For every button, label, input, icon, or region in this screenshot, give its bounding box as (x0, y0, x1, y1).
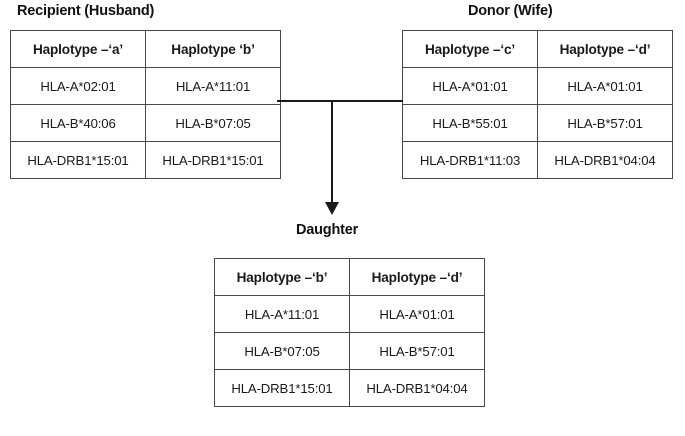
table-header-row: Haplotype –‘a’ Haplotype ‘b’ (10, 30, 281, 68)
daughter-cell-b-hla-drb1: HLA-DRB1*15:01 (214, 369, 350, 407)
daughter-cell-d-hla-a: HLA-A*01:01 (349, 295, 485, 333)
table-row: HLA-DRB1*15:01 HLA-DRB1*04:04 (214, 369, 485, 407)
descent-arrow-head-icon (325, 202, 339, 215)
table-row: HLA-A*01:01 HLA-A*01:01 (402, 67, 673, 105)
donor-cell-c-hla-a: HLA-A*01:01 (402, 67, 538, 105)
donor-cell-c-hla-drb1: HLA-DRB1*11:03 (402, 141, 538, 179)
recipient-cell-a-hla-a: HLA-A*02:01 (10, 67, 146, 105)
donor-cell-d-hla-a: HLA-A*01:01 (537, 67, 673, 105)
donor-cell-d-hla-b: HLA-B*57:01 (537, 104, 673, 142)
daughter-haplotype-table: Haplotype –‘b’ Haplotype –‘d’ HLA-A*11:0… (214, 258, 485, 407)
table-row: HLA-B*55:01 HLA-B*57:01 (402, 104, 673, 142)
donor-cell-c-hla-b: HLA-B*55:01 (402, 104, 538, 142)
recipient-title: Recipient (Husband) (17, 3, 155, 19)
donor-haplotype-table: Haplotype –‘c’ Haplotype –‘d’ HLA-A*01:0… (402, 30, 673, 179)
table-row: HLA-B*07:05 HLA-B*57:01 (214, 332, 485, 370)
recipient-column-header-b: Haplotype ‘b’ (145, 30, 281, 68)
table-header-row: Haplotype –‘c’ Haplotype –‘d’ (402, 30, 673, 68)
daughter-column-header-d: Haplotype –‘d’ (349, 258, 485, 296)
donor-column-header-c: Haplotype –‘c’ (402, 30, 538, 68)
daughter-cell-d-hla-b: HLA-B*57:01 (349, 332, 485, 370)
daughter-cell-d-hla-drb1: HLA-DRB1*04:04 (349, 369, 485, 407)
daughter-column-header-b: Haplotype –‘b’ (214, 258, 350, 296)
recipient-cell-a-hla-b: HLA-B*40:06 (10, 104, 146, 142)
donor-cell-d-hla-drb1: HLA-DRB1*04:04 (537, 141, 673, 179)
daughter-cell-b-hla-b: HLA-B*07:05 (214, 332, 350, 370)
table-row: HLA-DRB1*15:01 HLA-DRB1*15:01 (10, 141, 281, 179)
table-row: HLA-A*02:01 HLA-A*11:01 (10, 67, 281, 105)
table-header-row: Haplotype –‘b’ Haplotype –‘d’ (214, 258, 485, 296)
recipient-cell-a-hla-drb1: HLA-DRB1*15:01 (10, 141, 146, 179)
recipient-cell-b-hla-a: HLA-A*11:01 (145, 67, 281, 105)
donor-title: Donor (Wife) (468, 3, 553, 19)
recipient-cell-b-hla-drb1: HLA-DRB1*15:01 (145, 141, 281, 179)
recipient-haplotype-table: Haplotype –‘a’ Haplotype ‘b’ HLA-A*02:01… (10, 30, 281, 179)
recipient-column-header-a: Haplotype –‘a’ (10, 30, 146, 68)
parents-connector-line (277, 100, 403, 102)
descent-arrow-line (331, 101, 333, 204)
recipient-cell-b-hla-b: HLA-B*07:05 (145, 104, 281, 142)
table-row: HLA-DRB1*11:03 HLA-DRB1*04:04 (402, 141, 673, 179)
donor-column-header-d: Haplotype –‘d’ (537, 30, 673, 68)
table-row: HLA-B*40:06 HLA-B*07:05 (10, 104, 281, 142)
table-row: HLA-A*11:01 HLA-A*01:01 (214, 295, 485, 333)
daughter-title: Daughter (296, 222, 359, 238)
daughter-cell-b-hla-a: HLA-A*11:01 (214, 295, 350, 333)
